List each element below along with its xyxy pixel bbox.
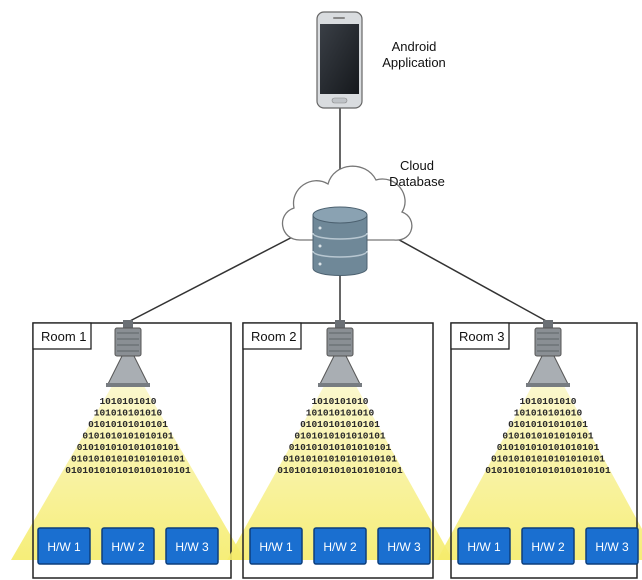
hardware-box: H/W 1: [37, 527, 91, 565]
binary-data-line: 1010101010: [99, 396, 156, 407]
link-cloud-room3: [373, 225, 549, 323]
cloud-database-label: Cloud Database: [382, 158, 452, 190]
hardware-label: H/W 3: [175, 540, 209, 554]
room-label: Room 3: [459, 329, 505, 344]
hardware-box: H/W 3: [585, 527, 639, 565]
room-label: Room 1: [41, 329, 87, 344]
binary-data-line: 01010101010101010101: [491, 454, 605, 465]
binary-data-line: 1010101010: [519, 396, 576, 407]
light-transmitter-icon: [526, 320, 570, 387]
light-beam: [437, 386, 642, 560]
binary-data-line: 01010101010101010101: [283, 454, 397, 465]
rooms: Room 11010101010101010101010010101010101…: [11, 320, 642, 579]
cloud-database-label-line1: Cloud: [400, 158, 434, 173]
binary-data-line: 0101010101010101010101: [485, 465, 611, 476]
binary-data-line: 101010101010: [94, 408, 163, 419]
hardware-label: H/W 1: [259, 540, 293, 554]
android-app-label: Android Application: [374, 39, 454, 71]
light-beam: [11, 386, 245, 560]
room-2: Room 21010101010101010101010010101010101…: [227, 320, 453, 579]
room-1: Room 11010101010101010101010010101010101…: [11, 320, 245, 579]
link-cloud-room1: [127, 229, 307, 323]
android-app-label-line1: Android: [391, 39, 437, 54]
hardware-label: H/W 2: [323, 540, 357, 554]
hardware-box: H/W 1: [457, 527, 511, 565]
binary-data-line: 01010101010101: [88, 419, 168, 430]
hardware-label: H/W 1: [467, 540, 501, 554]
android-app-label-line2: Application: [382, 55, 446, 70]
room-label-tab: [242, 322, 302, 350]
light-transmitter-icon: [106, 320, 150, 387]
room-label: Room 2: [251, 329, 297, 344]
binary-data-line: 101010101010: [306, 408, 375, 419]
binary-data-line: 010101010101010101: [497, 442, 600, 453]
binary-data-line: 010101010101010101: [289, 442, 392, 453]
database-icon: [312, 206, 368, 276]
binary-data-line: 01010101010101: [508, 419, 588, 430]
binary-data-line: 01010101010101010101: [71, 454, 185, 465]
cloud-database-label-line2: Database: [389, 174, 445, 189]
hardware-label: H/W 2: [531, 540, 565, 554]
hardware-box: H/W 3: [165, 527, 219, 565]
binary-data-line: 01010101010101: [300, 419, 380, 430]
binary-data-line: 101010101010: [514, 408, 583, 419]
binary-data-line: 1010101010: [311, 396, 368, 407]
hardware-box: H/W 2: [101, 527, 155, 565]
room-label-tab: [450, 322, 510, 350]
connection-lines: [127, 108, 549, 323]
hardware-label: H/W 1: [47, 540, 81, 554]
hardware-box: H/W 3: [377, 527, 431, 565]
light-transmitter-icon: [318, 320, 362, 387]
binary-data-line: 0101010101010101: [502, 431, 594, 442]
light-beam: [227, 386, 453, 560]
hardware-box: H/W 2: [521, 527, 575, 565]
smartphone-icon: [316, 11, 363, 109]
binary-data-line: 0101010101010101: [294, 431, 386, 442]
hardware-label: H/W 3: [387, 540, 421, 554]
room-label-tab: [32, 322, 92, 350]
hardware-box: H/W 1: [249, 527, 303, 565]
binary-data-line: 0101010101010101010101: [65, 465, 191, 476]
hardware-label: H/W 2: [111, 540, 145, 554]
hardware-box: H/W 2: [313, 527, 367, 565]
binary-data-line: 010101010101010101: [77, 442, 180, 453]
room-3: Room 31010101010101010101010010101010101…: [437, 320, 642, 579]
binary-data-line: 0101010101010101: [82, 431, 174, 442]
hardware-label: H/W 3: [595, 540, 629, 554]
binary-data-line: 0101010101010101010101: [277, 465, 403, 476]
